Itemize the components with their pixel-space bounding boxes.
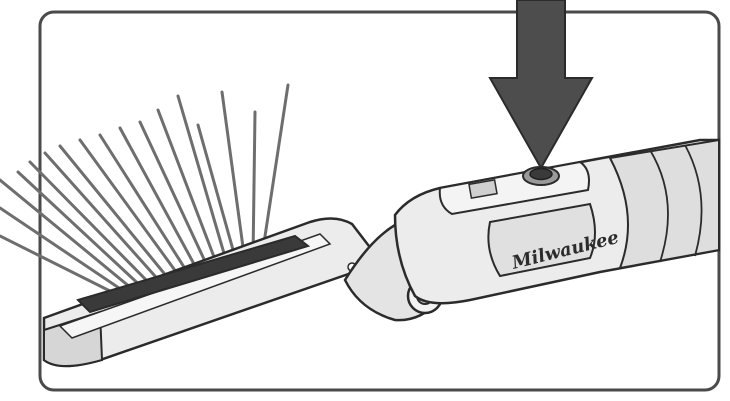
light-rays-icon — [0, 83, 290, 298]
handle-body — [393, 138, 721, 305]
lamp-head — [42, 217, 374, 368]
power-button-icon — [522, 166, 560, 186]
led-lens — [76, 234, 311, 314]
down-arrow-icon — [488, 0, 594, 171]
